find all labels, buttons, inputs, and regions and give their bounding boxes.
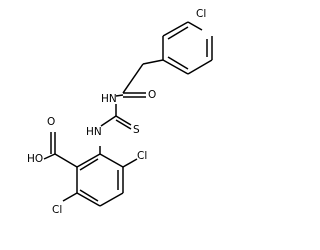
- atom-label-nh-amide: HN: [101, 93, 117, 105]
- bond: [187, 21, 203, 31]
- atom-label-cl-meta: Cl: [52, 204, 62, 216]
- bond: [162, 59, 189, 75]
- structure-canvas: Cl HN O S HN HO O Cl Cl: [27, 8, 213, 216]
- atom-label-cooh: HO: [27, 153, 43, 165]
- bond: [122, 158, 138, 168]
- bond: [43, 153, 56, 160]
- benzoic-acid-ring: [76, 146, 124, 207]
- bond: [167, 26, 189, 40]
- bond: [115, 119, 132, 130]
- atom-label-o-acid: O: [47, 116, 55, 128]
- bond: [100, 115, 117, 127]
- bond: [99, 153, 124, 168]
- bond: [62, 192, 78, 202]
- bond: [142, 59, 164, 65]
- thiourea-group: [100, 104, 132, 130]
- atom-label-nh-thiourea: HN: [86, 126, 102, 138]
- bond: [76, 192, 101, 207]
- atom-label-cl-top: Cl: [196, 8, 206, 20]
- bond: [115, 94, 124, 97]
- substituents: [43, 132, 138, 202]
- acyl-chain: [115, 59, 164, 98]
- bond: [187, 59, 213, 75]
- bond: [79, 158, 99, 171]
- bond: [54, 153, 78, 168]
- bond: [122, 63, 144, 94]
- atom-label-s-thio: S: [133, 124, 140, 136]
- chlorophenyl-ring: [162, 21, 213, 75]
- bond: [115, 115, 132, 126]
- bond: [99, 192, 124, 207]
- bond: [79, 189, 99, 202]
- bond: [76, 153, 101, 168]
- atom-label-cl-ortho: Cl: [137, 150, 147, 162]
- bond: [162, 21, 189, 37]
- bond: [167, 56, 189, 70]
- atom-label-o-carbonyl: O: [148, 89, 156, 101]
- chemical-structure: Cl HN O S HN HO O Cl Cl: [27, 8, 213, 216]
